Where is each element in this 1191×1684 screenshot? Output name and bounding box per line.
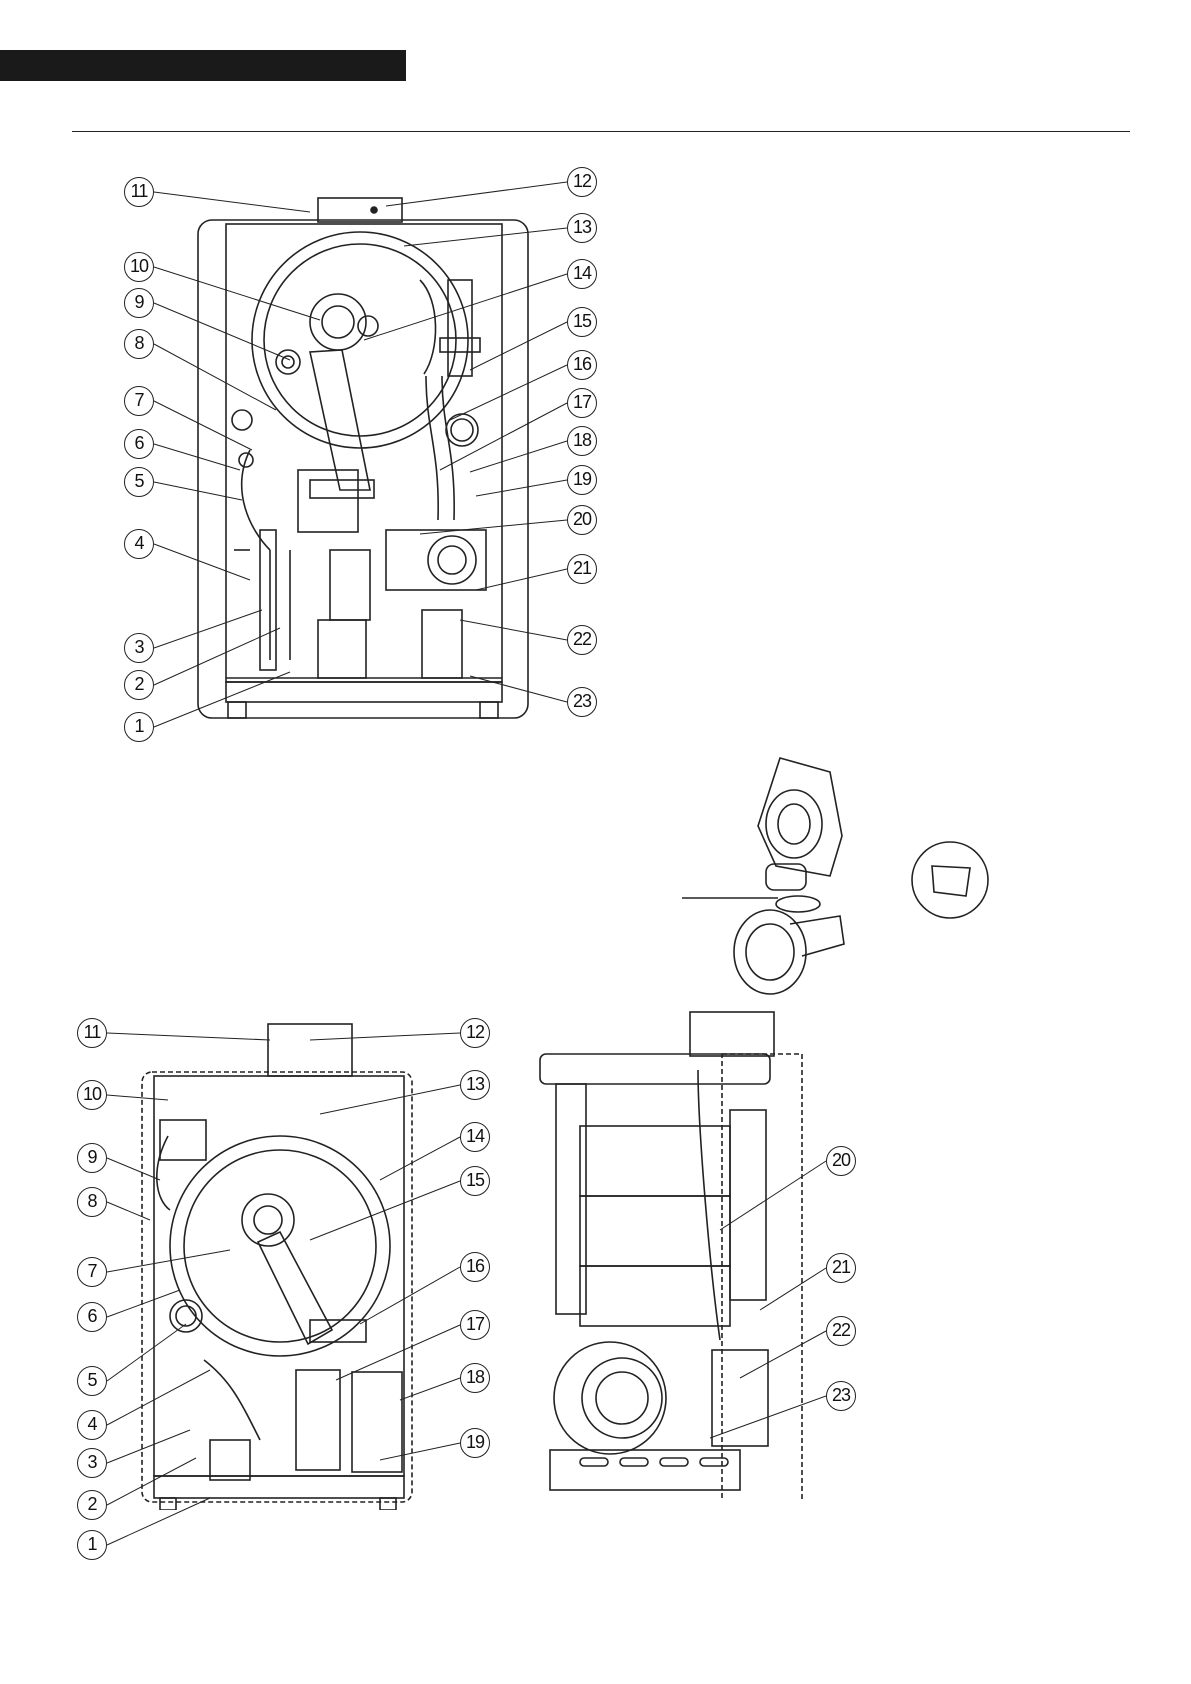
leader-lines-side-view [0, 0, 1191, 1684]
